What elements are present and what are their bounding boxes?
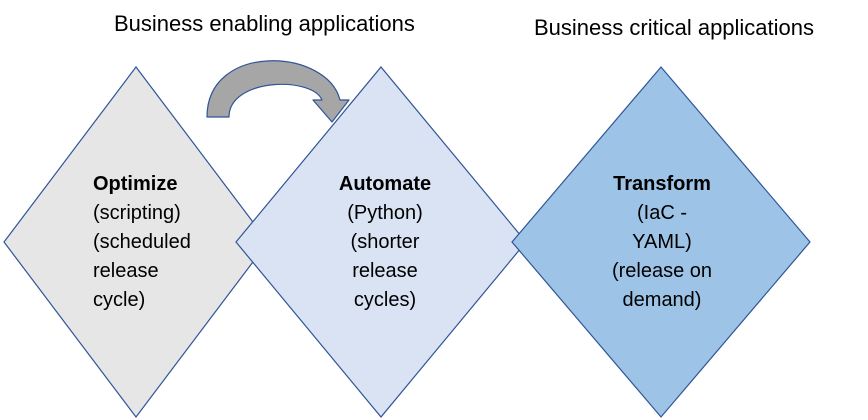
stage-line: cycles) [353,289,417,311]
stage-automate-text: Automate (Python) (shorter release cycle… [300,170,470,315]
stage-title-optimize: Optimize [93,173,178,195]
stage-optimize-text: Optimize (scripting) (scheduled release … [93,170,263,315]
stage-line: release [352,260,418,282]
stage-line: release [93,260,159,282]
stage-line: (Python) [347,202,423,224]
diamond-transform [511,66,811,418]
curved-arrow-icon [206,60,350,123]
diamond-optimize [3,66,269,418]
stage-line: (release on [611,260,713,282]
stage-line: cycle) [93,289,146,311]
stage-title-transform: Transform [613,173,711,195]
stage-line: (shorter [350,231,420,253]
stage-title-automate: Automate [338,173,432,195]
diamond-automate [235,66,527,418]
stage-transform-text: Transform (IaC - YAML) (release on deman… [577,170,747,315]
stage-line: YAML) [632,231,692,253]
stage-line: (scripting) [93,202,181,224]
stage-line: (scheduled [93,231,191,253]
heading-business-enabling: Business enabling applications [114,11,415,36]
stage-line: (IaC - [637,202,687,224]
heading-business-critical: Business critical applications [534,15,815,40]
stage-line: demand) [622,289,702,311]
